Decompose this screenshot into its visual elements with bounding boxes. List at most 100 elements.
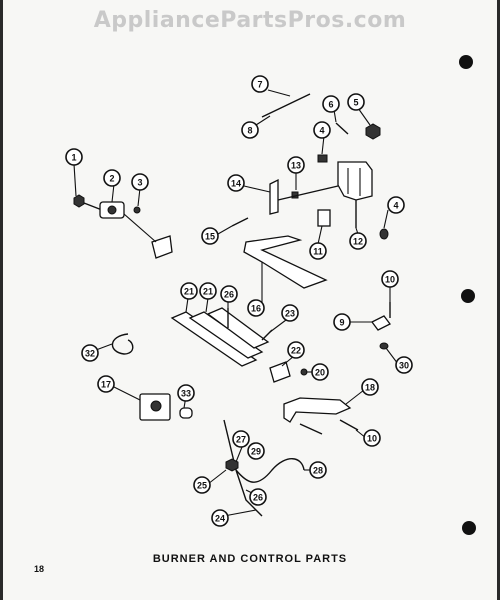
svg-text:2: 2 <box>109 174 114 184</box>
part-screw <box>335 122 349 135</box>
svg-text:13: 13 <box>291 161 301 171</box>
callout-30: 30 <box>395 356 413 374</box>
part-orifice <box>269 361 291 383</box>
svg-text:27: 27 <box>236 435 246 445</box>
svg-text:16: 16 <box>251 304 261 314</box>
callout-17: 17 <box>97 375 115 393</box>
svg-text:4: 4 <box>319 126 324 136</box>
callout-21-right: 21 <box>199 282 217 300</box>
callout-23: 23 <box>281 304 299 322</box>
svg-text:6: 6 <box>328 100 333 110</box>
binder-hole <box>462 521 476 535</box>
part-rod <box>261 93 311 118</box>
part-igniter-bracket <box>371 315 391 331</box>
part-clip <box>317 154 328 163</box>
callout-5: 5 <box>347 93 365 111</box>
svg-text:32: 32 <box>85 349 95 359</box>
callout-10-lower: 10 <box>363 429 381 447</box>
callout-10-upper: 10 <box>381 270 399 288</box>
part-grommet <box>379 228 389 240</box>
svg-text:25: 25 <box>197 481 207 491</box>
part-spring-clip <box>111 333 134 355</box>
part-support-bracket <box>283 397 352 423</box>
callout-18: 18 <box>361 378 379 396</box>
watermark-text: AppliancePartsPros.com <box>93 8 407 33</box>
callout-33: 33 <box>177 384 195 402</box>
svg-text:20: 20 <box>315 368 325 378</box>
svg-text:5: 5 <box>353 98 358 108</box>
svg-text:14: 14 <box>231 179 241 189</box>
callout-29: 29 <box>247 442 265 460</box>
svg-text:30: 30 <box>399 361 409 371</box>
callout-22: 22 <box>287 341 305 359</box>
callout-9: 9 <box>333 313 351 331</box>
callout-24: 24 <box>211 509 229 527</box>
part-mount-bracket <box>151 235 173 259</box>
svg-text:21: 21 <box>184 287 194 297</box>
svg-text:11: 11 <box>313 247 323 257</box>
svg-text:3: 3 <box>137 178 142 188</box>
svg-text:7: 7 <box>257 80 262 90</box>
svg-text:4: 4 <box>393 201 398 211</box>
part-switch <box>317 209 331 227</box>
callout-2: 2 <box>103 169 121 187</box>
svg-text:1: 1 <box>71 153 76 163</box>
svg-text:26: 26 <box>224 290 234 300</box>
part-thermocouple <box>235 458 305 483</box>
callout-25: 25 <box>193 476 211 494</box>
part-thermocouple-nut <box>225 458 239 472</box>
svg-text:8: 8 <box>247 126 252 136</box>
callout-21-left: 21 <box>180 282 198 300</box>
callout-12: 12 <box>349 232 367 250</box>
part-nut <box>365 123 381 140</box>
svg-text:21: 21 <box>203 287 213 297</box>
svg-text:23: 23 <box>285 309 295 319</box>
callout-4-lower: 4 <box>387 196 405 214</box>
callout-4: 4 <box>313 121 331 139</box>
callout-11: 11 <box>309 242 327 260</box>
svg-text:29: 29 <box>251 447 261 457</box>
svg-text:12: 12 <box>353 237 363 247</box>
part-washer <box>379 342 389 350</box>
callout-20: 20 <box>311 363 329 381</box>
callout-26-upper: 26 <box>220 285 238 303</box>
part-screw <box>231 217 249 227</box>
part-burner-tube <box>206 307 270 349</box>
svg-text:9: 9 <box>339 318 344 328</box>
svg-text:18: 18 <box>365 383 375 393</box>
callout-3: 3 <box>131 173 149 191</box>
part-knob-nut <box>73 194 85 208</box>
part-fitting <box>133 206 141 214</box>
part-bracket-vertical <box>269 178 279 215</box>
page-number: 18 <box>34 564 45 574</box>
callout-1: 1 <box>65 148 83 166</box>
part-gas-tube <box>243 235 328 289</box>
callout-6: 6 <box>322 95 340 113</box>
part-burner-tube <box>188 311 264 359</box>
callout-26-lower: 27 <box>232 430 250 448</box>
diagram-caption: BURNER AND CONTROL PARTS <box>152 553 348 565</box>
svg-text:33: 33 <box>181 389 191 399</box>
binder-hole <box>459 55 473 69</box>
part-bracket <box>337 161 373 201</box>
callout-28: 28 <box>309 461 327 479</box>
callout-13: 13 <box>287 156 305 174</box>
callout-14: 14 <box>227 174 245 192</box>
callout-27: 26 <box>249 488 267 506</box>
part-knob <box>179 407 193 419</box>
callout-32: 32 <box>81 344 99 362</box>
callout-8: 8 <box>241 121 259 139</box>
svg-text:10: 10 <box>385 275 395 285</box>
callout-15: 15 <box>201 227 219 245</box>
callout-16: 16 <box>247 299 265 317</box>
callout-7: 7 <box>251 75 269 93</box>
svg-text:15: 15 <box>205 232 215 242</box>
binder-hole <box>461 289 475 303</box>
svg-text:26: 26 <box>253 493 263 503</box>
part-burner-tube <box>170 311 258 367</box>
svg-text:24: 24 <box>215 514 225 524</box>
svg-text:10: 10 <box>367 434 377 444</box>
